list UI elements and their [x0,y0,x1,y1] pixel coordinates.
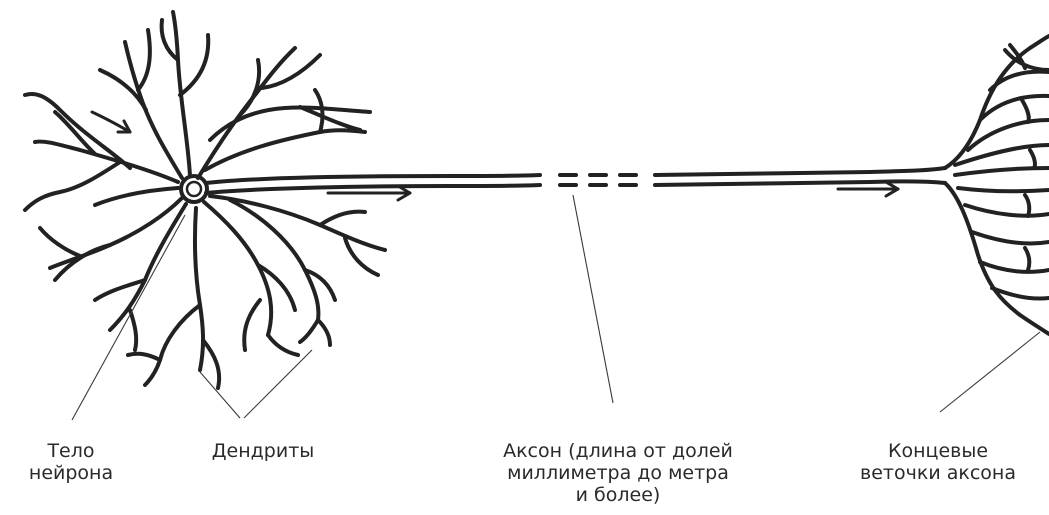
axon [206,168,945,193]
axon-label-line: миллиметра до метра [468,462,768,484]
soma-label-line: Тело [10,440,132,462]
dendrites-label-line: Дендриты [188,440,338,462]
axon-terminals [945,36,1049,334]
soma-label-line: нейрона [10,462,132,484]
arrow-icon [92,112,130,132]
terminals-leader-line [940,332,1040,412]
soma [181,176,207,202]
axon-label-line: Аксон (длина от долей [468,440,768,462]
soma-leader-line [72,215,185,420]
dendrites-label: Дендриты [188,440,338,462]
dendrites [25,12,385,388]
axon-label-line: и более) [468,484,768,506]
axon-label: Аксон (длина от долей миллиметра до метр… [468,440,768,506]
terminals-label-line: Концевые [838,440,1038,462]
axon-leader-line [573,195,613,403]
dendrite-leader-line-right [244,350,312,418]
terminals-label: Концевые веточки аксона [838,440,1038,484]
soma-label: Тело нейрона [10,440,132,484]
terminals-label-line: веточки аксона [838,462,1038,484]
